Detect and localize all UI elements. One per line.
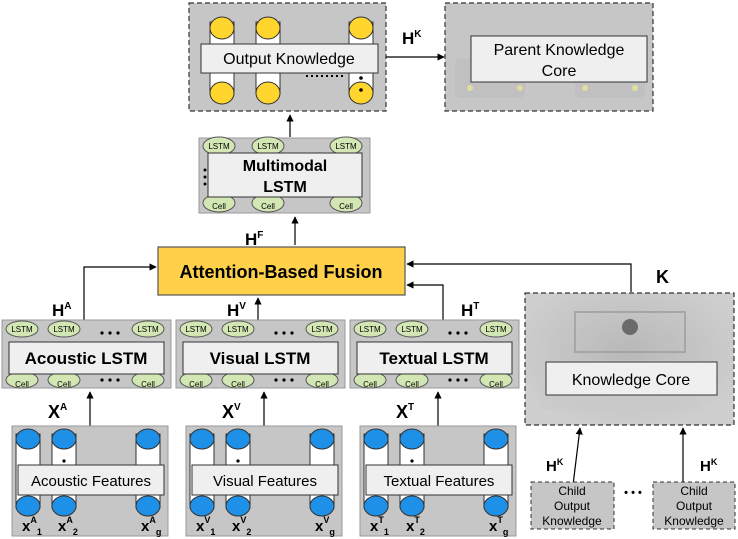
svg-text:Child: Child <box>558 484 585 498</box>
svg-text:Knowledge: Knowledge <box>542 514 602 528</box>
lstm-cell-bottom-label: Cell <box>489 380 503 389</box>
svg-text:Knowledge: Knowledge <box>664 514 724 528</box>
multimodal-line2: LSTM <box>263 179 307 196</box>
lstm-cell-top-label: LSTM <box>359 325 381 334</box>
fusion-label: Attention-Based Fusion <box>180 262 383 282</box>
svg-text:Output: Output <box>554 499 591 513</box>
lstm-label-1: Visual LSTM <box>210 349 311 368</box>
parent-core-line1: Parent Knowledge <box>494 42 625 59</box>
x-sub-label: xVg <box>315 515 335 537</box>
modality-branches: LSTM Cell LSTM Cell LSTM Cell Acoustic LSTM HA X… <box>1 301 520 537</box>
lstm-cell-bottom-label: Cell <box>405 380 419 389</box>
lstm-cell-top-label: LSTM <box>401 325 423 334</box>
x-sub-label: xA2 <box>58 515 78 537</box>
svg-text:LSTM: LSTM <box>257 142 279 151</box>
lstm-cell-bottom-label: Cell <box>141 380 155 389</box>
parent-knowledge-core: Parent Knowledge Core <box>444 2 654 112</box>
output-knowledge-label: Output Knowledge <box>223 51 355 68</box>
h-label-0: HA <box>52 301 72 320</box>
lstm-cell-top-label: LSTM <box>185 325 207 334</box>
hf-label: HF <box>245 230 263 249</box>
features-label-1: Visual Features <box>213 473 317 490</box>
branch-0: LSTM Cell LSTM Cell LSTM Cell Acoustic LSTM HA X… <box>1 301 172 537</box>
lstm-cell-top-label: LSTM <box>311 325 333 334</box>
lstm-label-2: Textual LSTM <box>379 349 488 368</box>
k-label: K <box>656 267 669 287</box>
hk-child1-label: HK <box>546 457 564 475</box>
x-sub-label: xT1 <box>370 515 389 537</box>
svg-text:LSTM: LSTM <box>208 142 230 151</box>
lstm-cell-top-label: LSTM <box>227 325 249 334</box>
features-label-0: Acoustic Features <box>31 473 151 490</box>
svg-text:Output: Output <box>676 499 713 513</box>
svg-text:Cell: Cell <box>261 202 275 211</box>
hk-top-label: HK <box>402 29 422 48</box>
x-label-1: XV <box>222 402 241 422</box>
branch-1: LSTM Cell LSTM Cell LSTM Cell Visual LSTM HV XV V… <box>175 301 346 537</box>
lstm-cell-bottom-label: Cell <box>189 380 203 389</box>
attention-fusion-box: Attention-Based Fusion <box>157 246 406 296</box>
child-dots: • • • <box>624 487 642 499</box>
hk-child2-label: HK <box>700 457 718 475</box>
multimodal-line1: Multimodal <box>243 158 327 175</box>
features-label-2: Textual Features <box>384 473 495 490</box>
x-label-0: XA <box>48 402 67 422</box>
knowledge-core-panel: K Knowledge Core <box>524 267 735 426</box>
svg-text:Cell: Cell <box>339 202 353 211</box>
yellow-units <box>209 16 374 105</box>
h-label-2: HT <box>461 301 479 320</box>
lstm-cell-bottom-label: Cell <box>363 380 377 389</box>
lstm-cell-bottom-label: Cell <box>57 380 71 389</box>
x-sub-label: xAg <box>141 515 161 537</box>
multimodal-cells: LSTM LSTM LSTM Cell Cell Cell <box>202 136 363 213</box>
lstm-cell-top-label: LSTM <box>485 325 507 334</box>
svg-text:LSTM: LSTM <box>335 142 357 151</box>
lstm-cell-bottom-label: Cell <box>315 380 329 389</box>
svg-text:Child: Child <box>680 484 707 498</box>
multimodal-lstm: LSTM LSTM LSTM Cell Cell Cell Multimodal… <box>198 136 371 214</box>
lstm-cell-bottom-label: Cell <box>15 380 29 389</box>
output-knowledge-panel: Output Knowledge <box>188 2 387 112</box>
lstm-cell-top-label: LSTM <box>53 325 75 334</box>
h-label-1: HV <box>227 301 246 320</box>
x-sub-label: xV2 <box>232 515 251 537</box>
child-output-knowledge-1: Child Output Knowledge <box>530 481 615 530</box>
child-output-knowledge-2: Child Output Knowledge <box>652 481 736 530</box>
x-sub-label: xV1 <box>196 515 215 537</box>
lstm-cell-bottom-label: Cell <box>231 380 245 389</box>
x-sub-label: xT2 <box>406 515 425 537</box>
knowledge-core-label: Knowledge Core <box>572 372 690 389</box>
parent-core-line2: Core <box>542 63 577 80</box>
branch-2: LSTM Cell LSTM Cell LSTM Cell Textual LSTM HT XT… <box>349 301 520 537</box>
lstm-cell-top-label: LSTM <box>137 325 159 334</box>
lstm-cell-top-label: LSTM <box>11 325 33 334</box>
lstm-label-0: Acoustic LSTM <box>25 349 148 368</box>
svg-text:Cell: Cell <box>212 202 226 211</box>
x-sub-label: xA1 <box>22 515 42 537</box>
x-sub-label: xTg <box>489 515 508 537</box>
x-label-2: XT <box>396 402 414 422</box>
